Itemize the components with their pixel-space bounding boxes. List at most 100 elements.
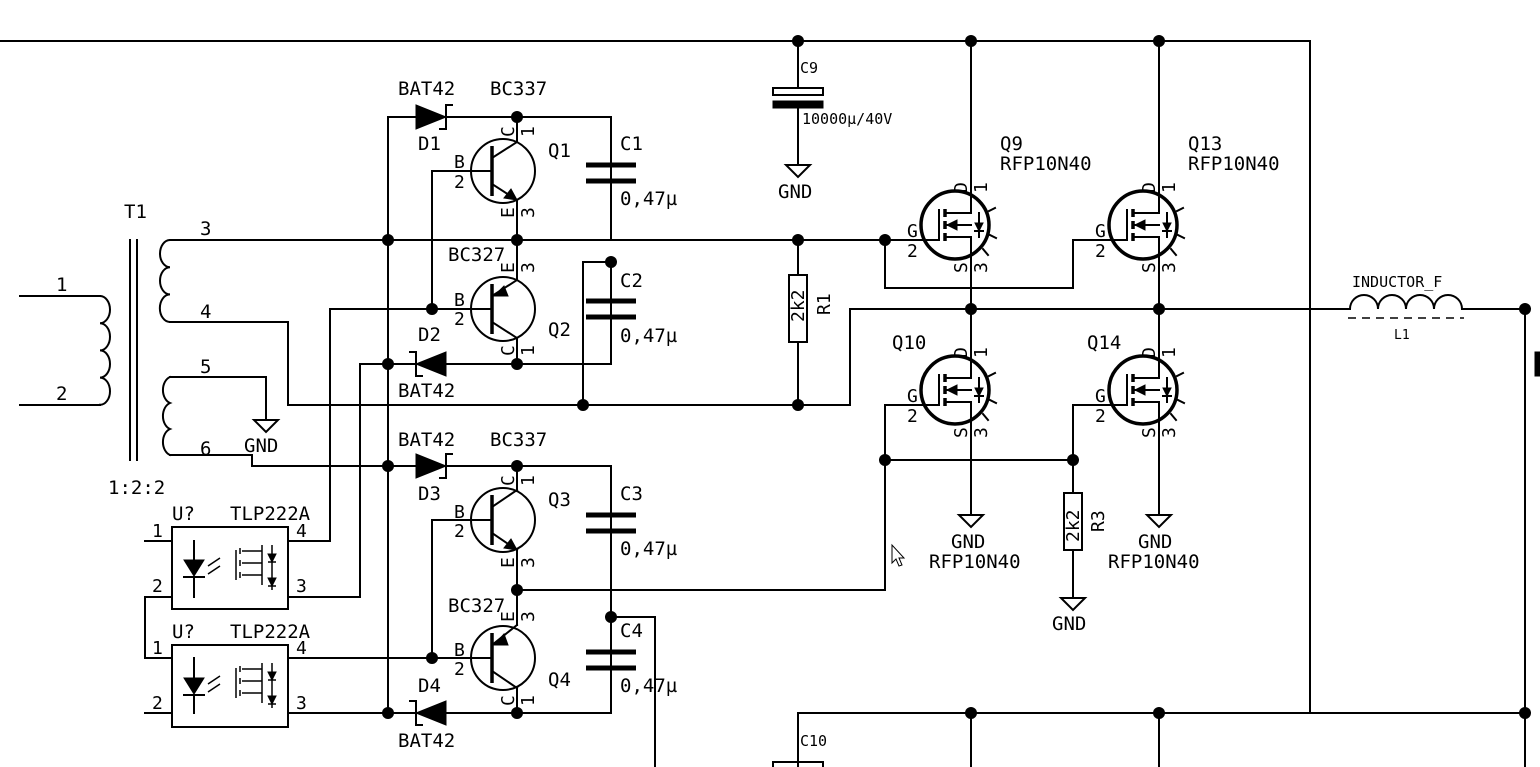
u1-part: TLP222A xyxy=(230,503,311,525)
u2-pin-3: 3 xyxy=(296,693,307,714)
t1-ratio: 1:2:2 xyxy=(108,477,165,499)
q13-pin-d-num: 1 xyxy=(1159,182,1180,193)
optocoupler-u2: U? TLP222A 1 2 4 3 xyxy=(152,621,311,728)
u1-pin-2: 2 xyxy=(152,576,163,597)
gnd-label-t1: GND xyxy=(244,435,278,457)
q9-pin-d-num: 1 xyxy=(971,182,992,193)
q2-pin-e-num: 3 xyxy=(518,262,539,273)
inductor-l1: INDUCTOR_F L1 xyxy=(1348,273,1464,343)
q1-label: Q1 xyxy=(548,140,571,162)
q10-part: RFP10N40 xyxy=(929,551,1021,573)
q1-pin-b: B xyxy=(454,152,465,173)
diode-d3: BAT42 D3 xyxy=(398,429,455,505)
c9-value: 10000µ/40V xyxy=(802,110,892,128)
t1-pin-4: 4 xyxy=(200,301,211,323)
q3-label: Q3 xyxy=(548,489,571,511)
q14-pin-g-num: 2 xyxy=(1095,406,1106,427)
capacitor-c2: C2 0,47µ xyxy=(586,270,677,347)
q9-pin-d: D xyxy=(951,182,972,193)
u2-pin-1: 1 xyxy=(152,638,163,659)
c2-label: C2 xyxy=(620,270,643,292)
q14-pin-g: G xyxy=(1095,386,1106,407)
c9-label: C9 xyxy=(800,59,818,77)
diode-d1: BAT42 D1 xyxy=(398,78,455,155)
q10-pin-g: G xyxy=(907,386,918,407)
u1-label: U? xyxy=(172,503,195,525)
d4-part: BAT42 xyxy=(398,730,455,752)
capacitor-c9: C9 10000µ/40V xyxy=(772,59,892,128)
u2-part: TLP222A xyxy=(230,621,311,643)
u2-label: U? xyxy=(172,621,195,643)
t1-pin-6: 6 xyxy=(200,438,211,460)
q2-pin-c-num: 1 xyxy=(518,345,539,356)
capacitor-c3: C3 0,47µ xyxy=(586,483,677,560)
transistor-q4: BC327 Q4 B 2 E 3 C 1 xyxy=(448,595,571,706)
mosfet-q13: G 2 D 1 S 3 xyxy=(1095,182,1186,273)
q4-pin-e-num: 3 xyxy=(518,611,539,622)
q13-pin-d: D xyxy=(1139,182,1160,193)
d1-part: BAT42 xyxy=(398,78,455,100)
q14-pin-d-num: 1 xyxy=(1159,347,1180,358)
r1-label: R1 xyxy=(814,293,835,315)
q4-pin-e: E xyxy=(498,611,519,622)
q9-part: RFP10N40 xyxy=(1000,153,1092,175)
mosfet-q9: G 2 D 1 S 3 xyxy=(907,182,998,273)
junction-dots xyxy=(382,35,1531,719)
capacitor-c4: C4 0,47µ xyxy=(586,620,677,697)
q9-label: Q9 xyxy=(1000,133,1023,155)
transistor-q2: BC327 Q2 B 2 E 3 C 1 xyxy=(448,244,571,356)
transistor-q3: BC337 Q3 B 2 C 1 E 3 xyxy=(454,429,571,568)
u2-pin-4: 4 xyxy=(296,638,307,659)
q9-pin-g-num: 2 xyxy=(907,241,918,262)
gnd-symbols: GND GND GND GND GND xyxy=(244,164,1174,635)
t1-pin-5: 5 xyxy=(200,356,211,378)
q10-label: Q10 xyxy=(892,332,926,354)
q13-pin-g: G xyxy=(1095,221,1106,242)
c3-label: C3 xyxy=(620,483,643,505)
resistor-r1: 2k2 R1 xyxy=(788,274,835,343)
c3-value: 0,47µ xyxy=(620,538,677,560)
d1-label: D1 xyxy=(418,133,441,155)
wires xyxy=(0,40,1526,767)
diode-d4: D4 BAT42 xyxy=(398,675,455,752)
mosfet-q10: G 2 D 1 S 3 xyxy=(907,347,998,438)
q9-pin-s-num: 3 xyxy=(971,262,992,273)
q3-pin-c: C xyxy=(498,475,519,486)
t1-pin-2: 2 xyxy=(56,383,67,405)
c4-label: C4 xyxy=(620,620,643,642)
q2-pin-c: C xyxy=(498,345,519,356)
capacitor-c10: C10 xyxy=(772,732,827,767)
gnd-label-r3: GND xyxy=(1052,613,1086,635)
u1-pin-4: 4 xyxy=(296,521,307,542)
t1-label: T1 xyxy=(124,201,147,223)
q3-pin-b: B xyxy=(454,502,465,523)
q14-pin-d: D xyxy=(1139,347,1160,358)
q4-pin-c: C xyxy=(498,695,519,706)
q3-pin-b-num: 2 xyxy=(454,521,465,542)
c1-value: 0,47µ xyxy=(620,188,677,210)
gnd-label-q14: GND xyxy=(1138,531,1172,553)
u1-pin-3: 3 xyxy=(296,576,307,597)
d2-part: BAT42 xyxy=(398,380,455,402)
gnd-label-c9: GND xyxy=(778,181,812,203)
q2-label: Q2 xyxy=(548,319,571,341)
resistor-r3: 2k2 R3 xyxy=(1063,492,1109,551)
q14-label: Q14 xyxy=(1087,332,1121,354)
d3-part: BAT42 xyxy=(398,429,455,451)
q10-pin-g-num: 2 xyxy=(907,406,918,427)
q9-pin-g: G xyxy=(907,221,918,242)
capacitor-c1: C1 0,47µ xyxy=(586,116,677,241)
transistor-q1: BC337 Q1 B 2 C 1 E 3 xyxy=(454,78,571,218)
d3-label: D3 xyxy=(418,483,441,505)
inductor-label: L1 xyxy=(1394,328,1410,343)
q10-pin-d-num: 1 xyxy=(971,347,992,358)
q9-pin-s: S xyxy=(951,262,972,273)
q13-pin-s: S xyxy=(1139,262,1160,273)
q4-pin-c-num: 1 xyxy=(518,695,539,706)
q4-pin-b: B xyxy=(454,640,465,661)
c4-value: 0,47µ xyxy=(620,675,677,697)
q2-pin-e: E xyxy=(498,262,519,273)
q1-pin-e-num: 3 xyxy=(518,207,539,218)
q3-part: BC337 xyxy=(490,429,547,451)
